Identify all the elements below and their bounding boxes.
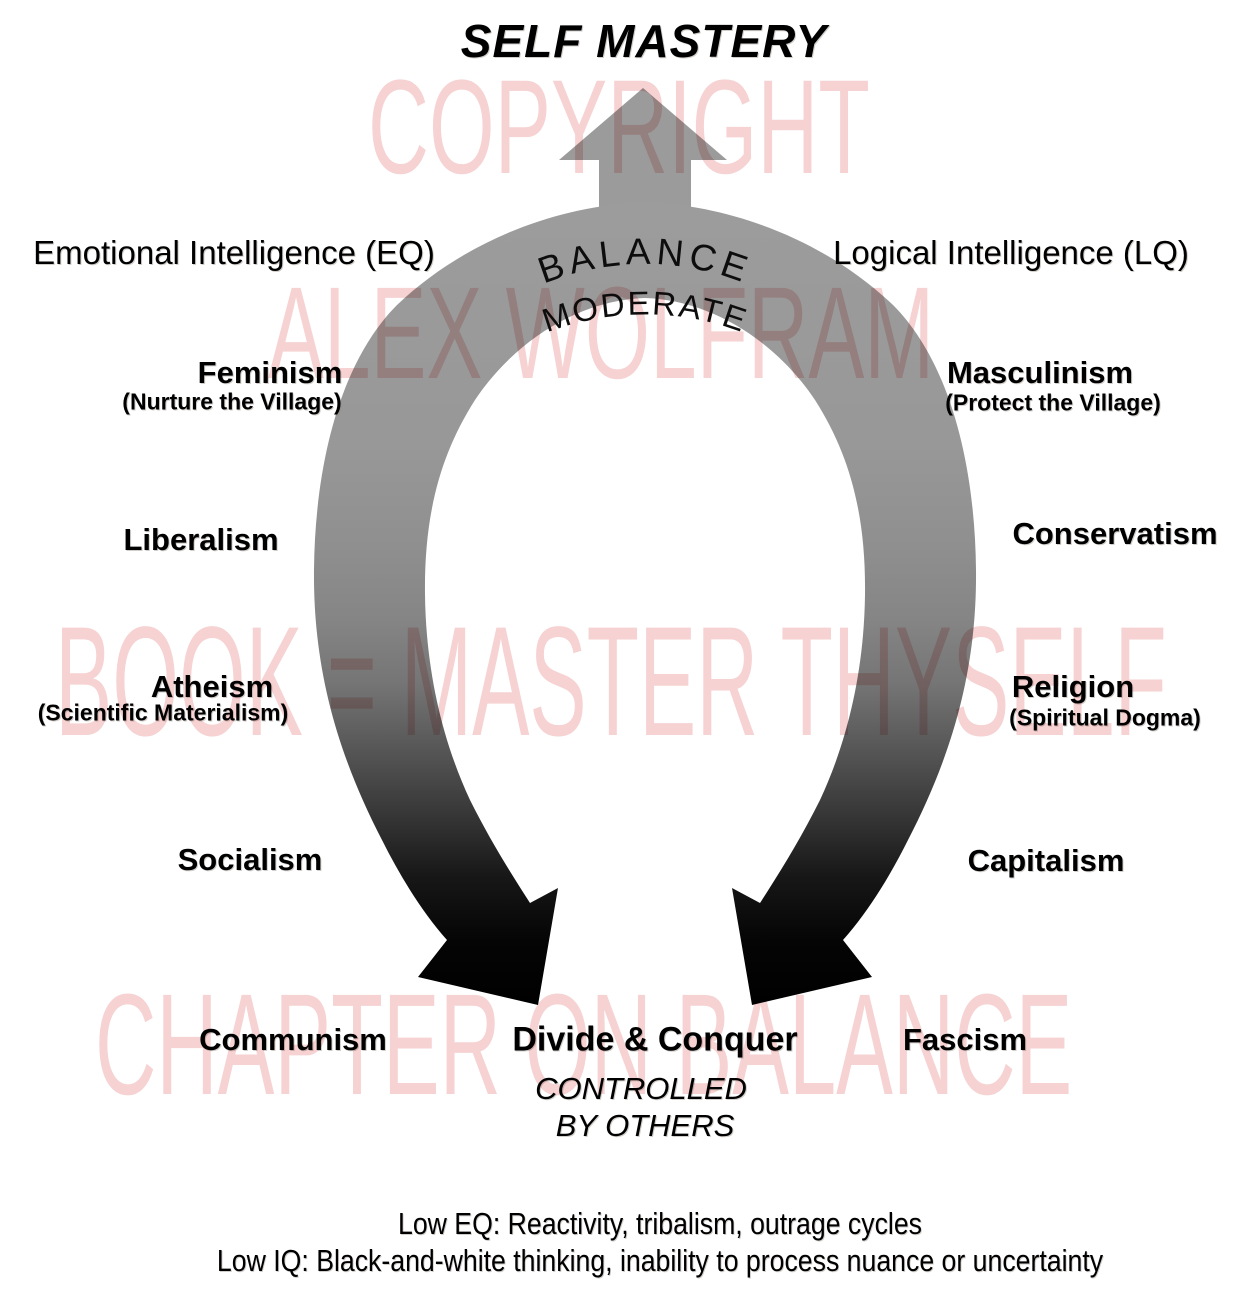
label-atheism: Atheism (150, 669, 274, 704)
right-header-lq: Logical Intelligence (LQ) (833, 234, 1189, 271)
label-liberalism: Liberalism (123, 522, 279, 557)
label-controlled: CONTROLLED (535, 1071, 747, 1106)
label-conservatism: Conservatism (1012, 516, 1218, 551)
footer-low-iq: Low IQ: Black-and-white thinking, inabil… (216, 1243, 1104, 1278)
label-capitalism: Capitalism (967, 843, 1125, 878)
up-arrow-icon (559, 88, 727, 216)
label-fascism: Fascism (902, 1022, 1028, 1057)
footer-low-eq: Low EQ: Reactivity, tribalism, outrage c… (397, 1206, 923, 1241)
label-communism: Communism (199, 1022, 387, 1057)
label-divide-and-conquer: Divide & Conquer (512, 1020, 798, 1059)
omega-arc-shape (313, 202, 977, 1005)
label-masculinism: Masculinism (946, 355, 1134, 390)
label-religion-sub: (Spiritual Dogma) (1009, 704, 1201, 731)
label-atheism-sub: (Scientific Materialism) (37, 699, 289, 726)
page-title: SELF MASTERY (460, 15, 828, 67)
label-socialism: Socialism (177, 842, 323, 877)
left-header-eq: Emotional Intelligence (EQ) (33, 234, 435, 271)
label-feminism-sub: (Nurture the Village) (122, 388, 342, 415)
label-masculinism-sub: (Protect the Village) (945, 389, 1161, 416)
label-by-others: BY OTHERS (555, 1108, 735, 1143)
label-religion: Religion (1011, 669, 1135, 704)
label-feminism: Feminism (197, 355, 343, 390)
